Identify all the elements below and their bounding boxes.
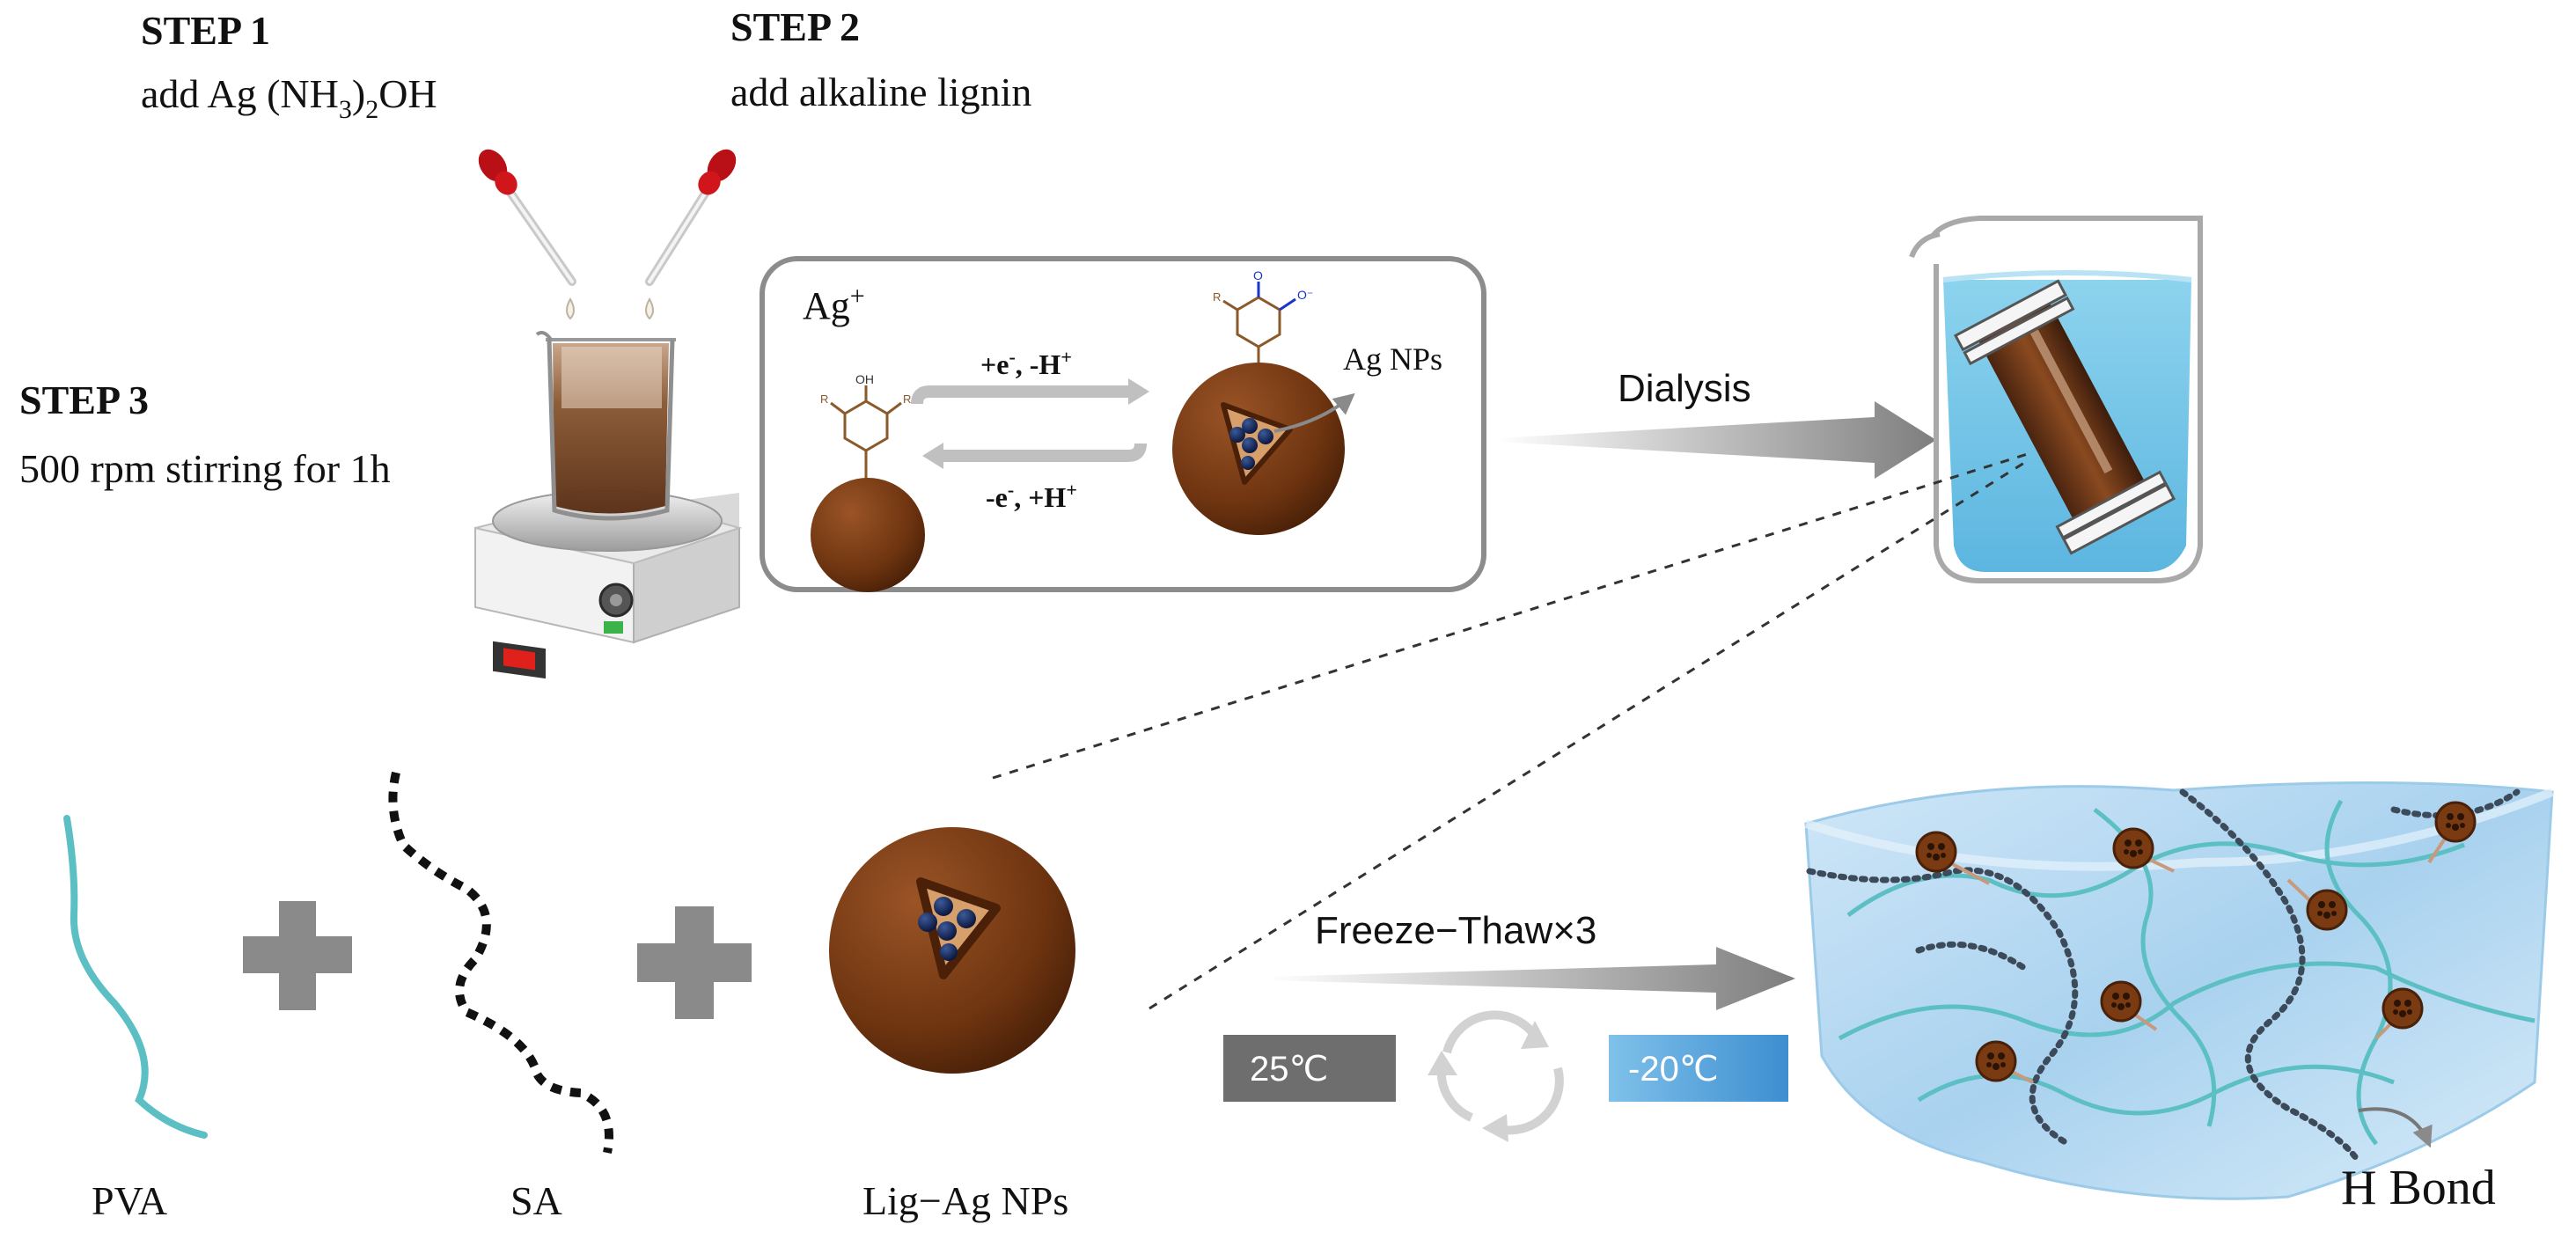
step1-text-end: OH xyxy=(378,71,437,116)
temp-cold-box xyxy=(1609,1035,1788,1102)
fwd-h: H xyxy=(1038,348,1060,380)
quinone-r-label: R xyxy=(1213,290,1221,304)
plus-icon-1 xyxy=(243,901,352,1010)
forward-arrow xyxy=(911,378,1149,405)
quinone-structure: O O⁻ R xyxy=(1213,268,1313,375)
freeze-thaw-label: Freeze−Thaw×3 xyxy=(1315,909,1596,952)
zoom-line-lower xyxy=(1149,461,2025,1010)
temp-warm-box xyxy=(1223,1035,1396,1102)
freeze-thaw-arrow xyxy=(1267,947,1795,1010)
rev-h-sup: + xyxy=(1066,479,1077,501)
zoom-line-upper xyxy=(992,451,2034,780)
step1-text-sub2: 2 xyxy=(365,95,378,124)
dropper-left xyxy=(478,149,576,320)
lignin-r-right: R xyxy=(903,392,911,406)
pva-label: PVA xyxy=(92,1178,167,1223)
lignin-ball xyxy=(811,478,925,592)
temp-warm-label: 25℃ xyxy=(1250,1050,1328,1089)
pva-chain-icon xyxy=(63,815,208,1139)
rev-e-sup: - xyxy=(1008,479,1014,501)
rev-h: H xyxy=(1044,481,1066,513)
sa-chain-icon xyxy=(388,771,613,1154)
h-bond-pointer xyxy=(2358,1107,2433,1148)
dialysis-label: Dialysis xyxy=(1618,367,1751,410)
quinone-o-label: O xyxy=(1253,268,1263,282)
dialysis-arrow xyxy=(1496,401,1936,479)
plus-icon-2 xyxy=(637,906,752,1019)
quinone-o-minus-label: O⁻ xyxy=(1297,288,1313,302)
lig-ag-label: Lig−Ag NPs xyxy=(862,1178,1068,1223)
ag-nps-pointer xyxy=(1273,392,1355,433)
step1-text-mid: ) xyxy=(352,71,365,116)
dropper-right xyxy=(645,149,737,320)
step1-text-sub1: 3 xyxy=(339,95,352,124)
fwd-e-sup: - xyxy=(1009,346,1015,368)
sa-label: SA xyxy=(510,1178,562,1223)
step3-title: STEP 3 xyxy=(19,378,149,422)
ag-ion-base: Ag xyxy=(803,284,850,327)
lignin-ag-ball-small xyxy=(1172,363,1345,535)
reverse-arrow xyxy=(922,443,1147,469)
fwd-e: +e xyxy=(980,348,1009,380)
fwd-h-sup: + xyxy=(1060,346,1072,368)
h-bond-label: H Bond xyxy=(2341,1161,2496,1215)
fwd-sep: , - xyxy=(1016,348,1039,380)
ag-ion-label: Ag+ xyxy=(803,282,865,327)
lignin-r-left: R xyxy=(820,392,828,406)
step1-text-main: add Ag (NH xyxy=(141,71,339,116)
forward-reaction-label: +e-, -H+ xyxy=(980,346,1072,380)
rev-sep: , + xyxy=(1014,481,1044,513)
hydrogel-block-icon xyxy=(1804,781,2554,1200)
step1-text: add Ag (NH3)2OH xyxy=(141,71,437,124)
temp-cold-label: -20℃ xyxy=(1628,1050,1719,1089)
reverse-reaction-label: -e-, +H+ xyxy=(986,479,1077,513)
beaker-stirring-icon xyxy=(535,331,676,521)
step1-title: STEP 1 xyxy=(141,8,270,53)
step2-text: add alkaline lignin xyxy=(730,70,1031,114)
step2-title: STEP 2 xyxy=(730,4,860,49)
cycle-icon xyxy=(1427,1010,1564,1142)
ag-ion-charge: + xyxy=(850,282,865,311)
step3-text: 500 rpm stirring for 1h xyxy=(19,446,391,491)
dialysis-beaker-icon xyxy=(1909,216,2203,583)
lignin-oh-label: OH xyxy=(855,372,874,386)
magnetic-stirrer-icon xyxy=(474,490,743,679)
lig-ag-np-large-icon xyxy=(829,827,1075,1074)
rev-e: -e xyxy=(986,481,1008,513)
ag-nps-label: Ag NPs xyxy=(1343,341,1442,377)
lignin-phenol-structure: OH R R xyxy=(820,372,911,482)
